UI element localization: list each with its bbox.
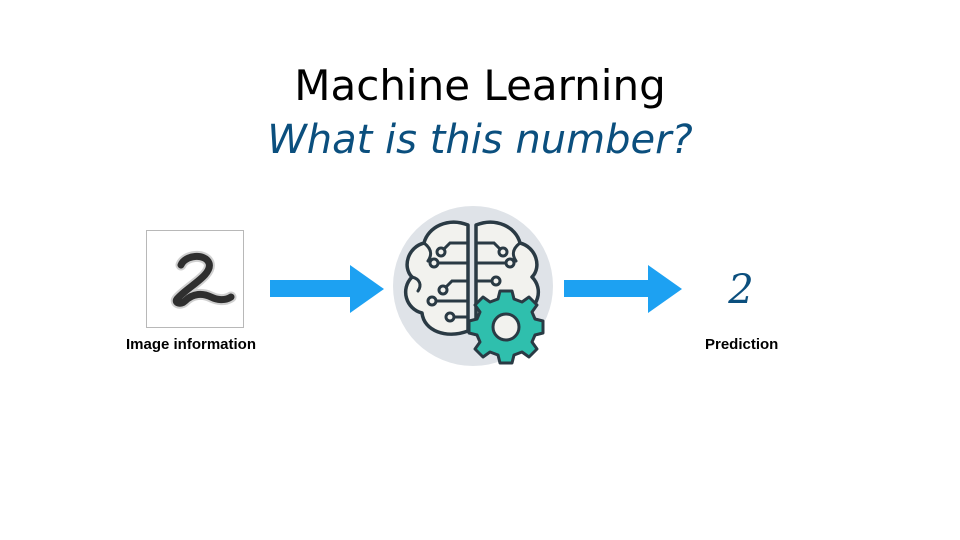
slide-subtitle: What is this number? (267, 117, 693, 163)
slide-title: Machine Learning (294, 61, 666, 110)
arrow-right-icon (270, 265, 384, 313)
digit-image (146, 230, 244, 328)
handwritten-digit-icon (170, 251, 237, 309)
prediction-value: 2 (728, 267, 754, 313)
arrow-right-icon (564, 265, 682, 313)
input-label: Image information (126, 336, 257, 353)
brain-gear-icon (393, 206, 553, 366)
prediction-label: Prediction (705, 336, 779, 353)
